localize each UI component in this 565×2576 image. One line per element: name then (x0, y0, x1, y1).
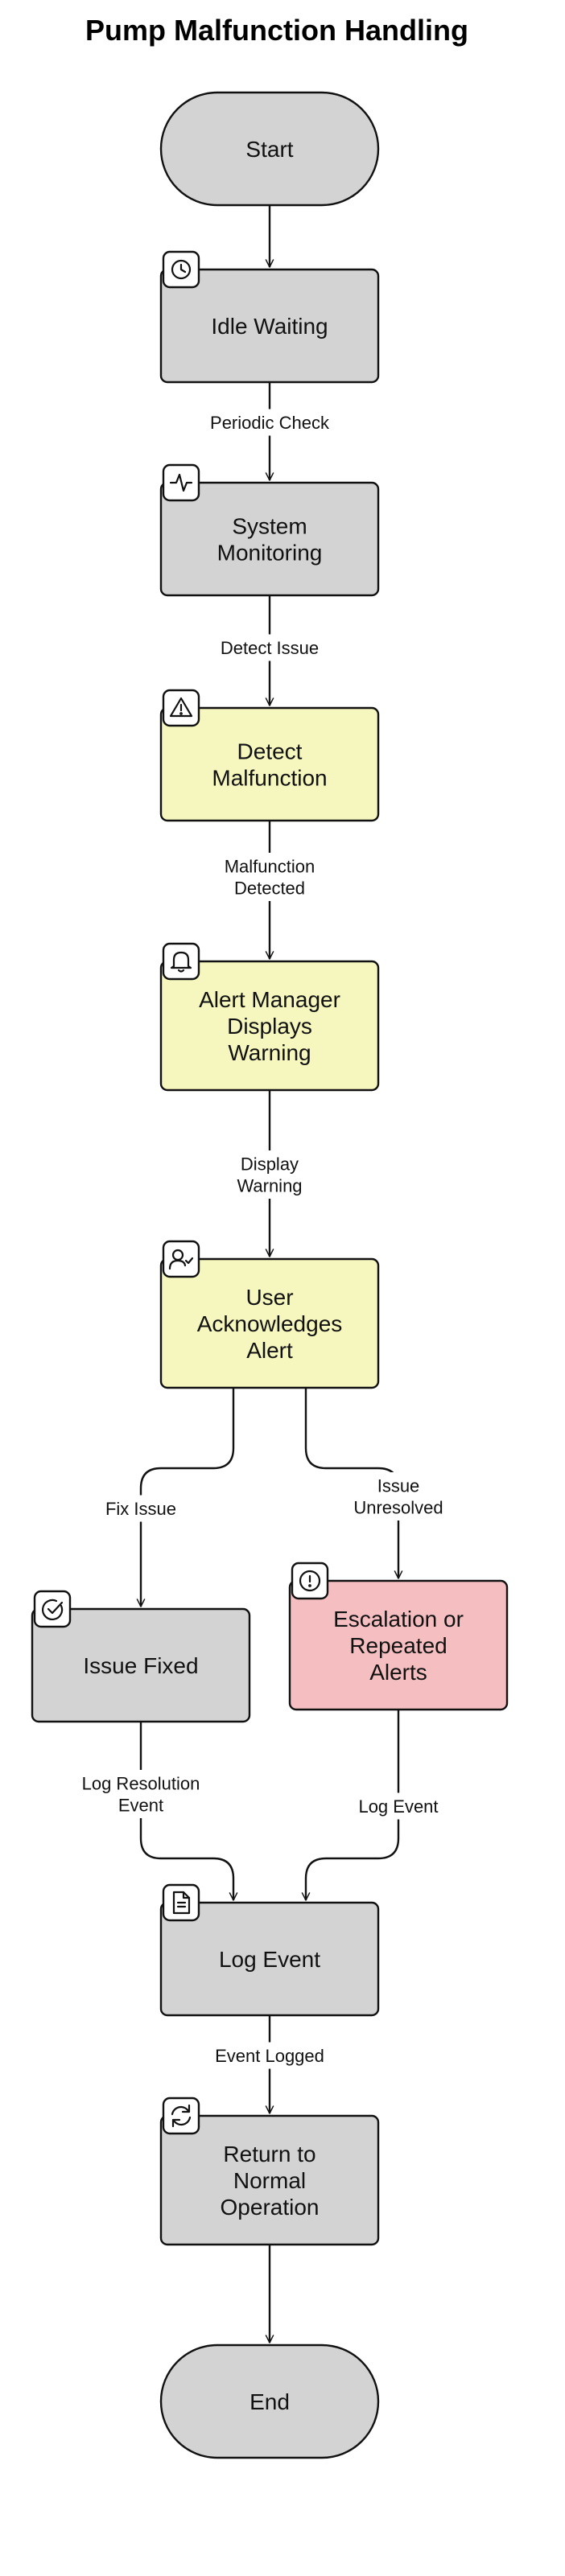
node-label-normal: Return to (223, 2142, 315, 2167)
node-start: Start (159, 91, 380, 207)
edge-label-line: Issue (377, 1476, 420, 1496)
node-label-monitoring: System (232, 514, 307, 539)
node-label-escalation: Alerts (369, 1660, 427, 1685)
edge-label-line: Unresolved (353, 1498, 443, 1518)
node-label-detect: Malfunction (212, 766, 327, 791)
edge-label-log-normal: Event Logged (209, 2042, 330, 2069)
edge-label-line: Warning (237, 1176, 302, 1196)
refresh-icon (162, 2097, 200, 2135)
edge-ack-fixed (136, 1388, 235, 1607)
check-circle-icon (33, 1590, 72, 1628)
node-label-normal: Operation (221, 2195, 320, 2220)
edge-label-line: Malfunction (225, 857, 315, 877)
node-box-normal (159, 2114, 380, 2246)
node-fixed: Issue Fixed (31, 1590, 251, 1723)
node-label-escalation: Escalation or (333, 1607, 464, 1632)
edge-escalation-log (301, 1710, 400, 1901)
warning-triangle-icon (162, 689, 200, 727)
node-label-alert: Warning (228, 1040, 311, 1065)
node-box-detect (159, 706, 380, 822)
user-check-icon (162, 1240, 200, 1278)
document-icon (162, 1883, 200, 1922)
node-label-ack: Acknowledges (197, 1311, 343, 1336)
edge-label-line: Log Event (358, 1796, 438, 1817)
node-label-log: Log Event (219, 1947, 320, 1972)
node-log: Log Event (159, 1883, 380, 2017)
diagram-title: Pump Malfunction Handling (85, 14, 468, 47)
exclamation-circle-icon (291, 1562, 329, 1600)
node-label-end: End (250, 2389, 290, 2414)
edge-label-line: Fix Issue (105, 1499, 176, 1519)
node-box-idle (159, 268, 380, 384)
node-label-normal: Normal (233, 2168, 306, 2193)
node-label-fixed: Issue Fixed (83, 1653, 198, 1678)
node-box-alert (159, 960, 380, 1092)
node-box-log (159, 1901, 380, 2017)
node-label-idle: Idle Waiting (211, 314, 328, 339)
node-label-detect: Detect (237, 739, 303, 764)
activity-icon (162, 463, 200, 502)
node-box-fixed (31, 1607, 251, 1723)
node-label-alert: Displays (227, 1014, 312, 1039)
node-box-escalation (288, 1579, 509, 1711)
edge-label-line: Detect Issue (221, 638, 319, 658)
clock-icon (162, 250, 200, 289)
bell-icon (162, 942, 200, 981)
edge-label-line: Periodic Check (210, 413, 330, 433)
edge-label-escalation-log: Log Event (352, 1792, 445, 1820)
node-box-ack (159, 1257, 380, 1389)
node-label-ack: User (245, 1285, 293, 1310)
edge-fixed-log (139, 1722, 238, 1901)
edge-label-ack-fixed: Fix Issue (94, 1495, 188, 1522)
edge-label-monitoring-detect: Detect Issue (209, 634, 330, 661)
edge-label-idle-monitoring: Periodic Check (200, 409, 340, 436)
node-idle: Idle Waiting (159, 250, 380, 384)
node-end: End (159, 2344, 380, 2459)
node-label-start: Start (245, 137, 293, 162)
edge-label-line: Detected (234, 879, 305, 899)
edge-label-line: Event (118, 1796, 163, 1816)
edge-label-line: Display (241, 1154, 299, 1175)
edge-label-line: Event Logged (215, 2046, 324, 2066)
node-box-monitoring (159, 481, 380, 597)
node-label-alert: Alert Manager (199, 987, 340, 1012)
node-box-start (159, 91, 380, 207)
node-box-end (159, 2344, 380, 2459)
edge-label-line: Log Resolution (82, 1774, 200, 1794)
node-label-monitoring: Monitoring (217, 541, 323, 566)
node-label-escalation: Repeated (349, 1633, 447, 1658)
node-label-ack: Alert (246, 1338, 293, 1363)
